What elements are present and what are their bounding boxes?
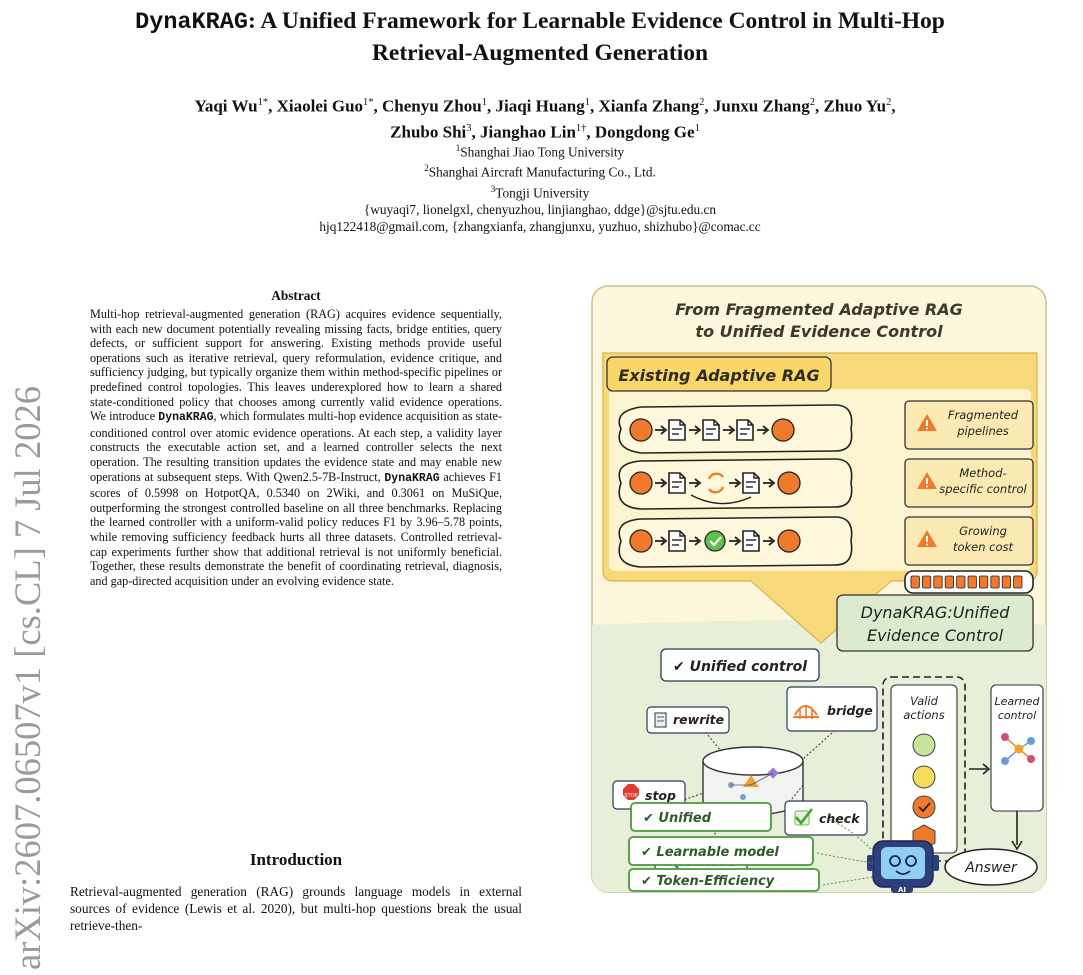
- svg-text:Valid: Valid: [910, 694, 939, 708]
- svg-text:specific control: specific control: [939, 482, 1027, 496]
- action-yellow: [912, 765, 936, 789]
- title-line1: : A Unified Framework for Learnable Evid…: [247, 8, 945, 34]
- svg-text:stop: stop: [645, 788, 676, 803]
- robot-icon: AI: [867, 840, 939, 894]
- author-name: Xianfa Zhang: [598, 96, 700, 116]
- email-line-1: {wuyaqi7, lionelgxl, chenyuzhou, linjian…: [363, 202, 717, 218]
- svg-text:rewrite: rewrite: [673, 712, 724, 727]
- svg-text:Method-: Method-: [959, 466, 1006, 480]
- existing-rag-label-box: [606, 356, 832, 392]
- dynakrag-label-box: [836, 594, 1034, 652]
- answer-oval: [944, 848, 1038, 886]
- token-cell: [944, 575, 955, 589]
- benefit-token-efficiency: ✔ Token-Efficiency: [628, 868, 820, 892]
- token-bar: [904, 570, 1034, 594]
- svg-text:actions: actions: [903, 708, 944, 722]
- arxiv-identifier: arXiv:2607.06507v1 [cs.CL] 7 Jul 2026: [0, 118, 54, 970]
- pipeline-1: [618, 404, 853, 454]
- existing-rag-label: Existing Adaptive RAG: [618, 366, 819, 385]
- token-cell: [978, 575, 989, 589]
- affiliations: 1Shanghai Jiao Tong University 2Shanghai…: [100, 140, 980, 235]
- system-name: DynaKRAG: [158, 411, 214, 425]
- svg-text:Fragmented: Fragmented: [948, 408, 1019, 422]
- author-name: Xiaolei Guo: [276, 96, 364, 116]
- loop-icon: [707, 472, 725, 494]
- svg-text:pipelines: pipelines: [956, 424, 1009, 438]
- author-name: Chenyu Zhou: [382, 96, 482, 116]
- author-name: Dongdong Ge: [594, 122, 695, 142]
- token-cell: [967, 575, 977, 589]
- author-name: Zhubo Shi: [390, 122, 467, 142]
- dynakrag-label-2: Evidence Control: [867, 626, 1004, 645]
- svg-text:bridge: bridge: [827, 703, 873, 718]
- op-rewrite: rewrite: [646, 706, 730, 734]
- author-name: Yaqi Wu: [194, 96, 258, 116]
- abstract-heading: Abstract: [271, 288, 321, 303]
- author-list: Yaqi Wu1*, Xiaolei Guo1*, Chenyu Zhou1, …: [30, 92, 1060, 143]
- author-name: Junxu Zhang: [712, 96, 810, 116]
- title-system-name: DynaKRAG: [135, 9, 248, 36]
- author-line-1: Yaqi Wu1*, Xiaolei Guo1*, Chenyu Zhou1, …: [194, 96, 896, 116]
- author-name: Zhuo Yu: [823, 96, 887, 116]
- op-check: check: [784, 800, 868, 836]
- issue-fragmented: Fragmented pipelines: [904, 400, 1034, 450]
- introduction-body: Retrieval-augmented generation (RAG) gro…: [70, 884, 522, 933]
- token-cell: [956, 575, 966, 589]
- issue-token-cost: Growing token cost: [904, 516, 1034, 566]
- answer-label: Answer: [964, 860, 1018, 876]
- author-name: Jianghao Lin: [480, 122, 576, 142]
- pipeline-3: [618, 516, 853, 568]
- affiliation-2: 2Shanghai Aircraft Manufacturing Co., Lt…: [424, 163, 656, 180]
- email-line-2: hjq122418@gmail.com, {zhangxianfa, zhang…: [319, 219, 761, 235]
- system-name: DynaKRAG: [384, 471, 440, 485]
- op-bridge: bridge: [786, 686, 878, 732]
- svg-text:✔ Learnable model: ✔ Learnable model: [641, 845, 779, 860]
- benefit-learnable: ✔ Learnable model: [628, 836, 814, 866]
- paper-title: DynaKRAG: A Unified Framework for Learna…: [60, 6, 1020, 68]
- svg-text:STOP: STOP: [624, 793, 637, 799]
- arxiv-id-text: arXiv:2607.06507v1 [cs.CL] 7 Jul 2026: [7, 386, 48, 970]
- figure-title-1: From Fragmented Adaptive RAG: [675, 300, 962, 319]
- overview-figure: From Fragmented Adaptive RAG to Unified …: [591, 285, 1047, 894]
- action-green: [912, 733, 936, 757]
- svg-text:Growing: Growing: [959, 524, 1007, 538]
- svg-text:control: control: [998, 709, 1036, 722]
- token-cell: [1001, 575, 1012, 589]
- svg-text:Learned: Learned: [995, 695, 1041, 708]
- check-icon: [704, 530, 726, 552]
- figure-title-2: to Unified Evidence Control: [695, 322, 943, 341]
- issue-method-specific: Method- specific control: [904, 458, 1034, 508]
- unified-control-box: [660, 648, 820, 682]
- affiliation-3: 3Tongji University: [490, 183, 590, 201]
- pipeline-2: [618, 458, 853, 510]
- op-stop: STOP stop: [612, 780, 686, 810]
- abstract-body: Multi-hop retrieval-augmented generation…: [90, 307, 502, 588]
- introduction-heading: Introduction: [249, 850, 343, 869]
- affiliation-1: 1Shanghai Jiao Tong University: [455, 143, 625, 160]
- token-cell: [910, 575, 920, 589]
- dynakrag-label-1: DynaKRAG:Unified: [861, 603, 1011, 622]
- unified-control-label: ✔ Unified control: [673, 659, 807, 675]
- benefit-unified: ✔ Unified: [630, 802, 772, 832]
- title-line2: Retrieval-Augmented Generation: [371, 40, 709, 66]
- token-cell: [921, 575, 932, 589]
- token-cell: [933, 575, 943, 589]
- token-cell: [1013, 575, 1023, 589]
- neural-network-icon: [1001, 733, 1035, 765]
- svg-text:check: check: [819, 811, 860, 826]
- svg-text:token cost: token cost: [953, 540, 1014, 554]
- svg-text:✔ Unified: ✔ Unified: [643, 811, 712, 826]
- author-name: Jiaqi Huang: [495, 96, 585, 116]
- svg-text:AI: AI: [898, 886, 906, 893]
- token-cell: [990, 575, 1000, 589]
- author-line-2: Zhubo Shi3, Jianghao Lin1†, Dongdong Ge1: [390, 122, 700, 142]
- svg-text:✔ Token-Efficiency: ✔ Token-Efficiency: [641, 874, 775, 889]
- action-check-orange: [912, 795, 936, 819]
